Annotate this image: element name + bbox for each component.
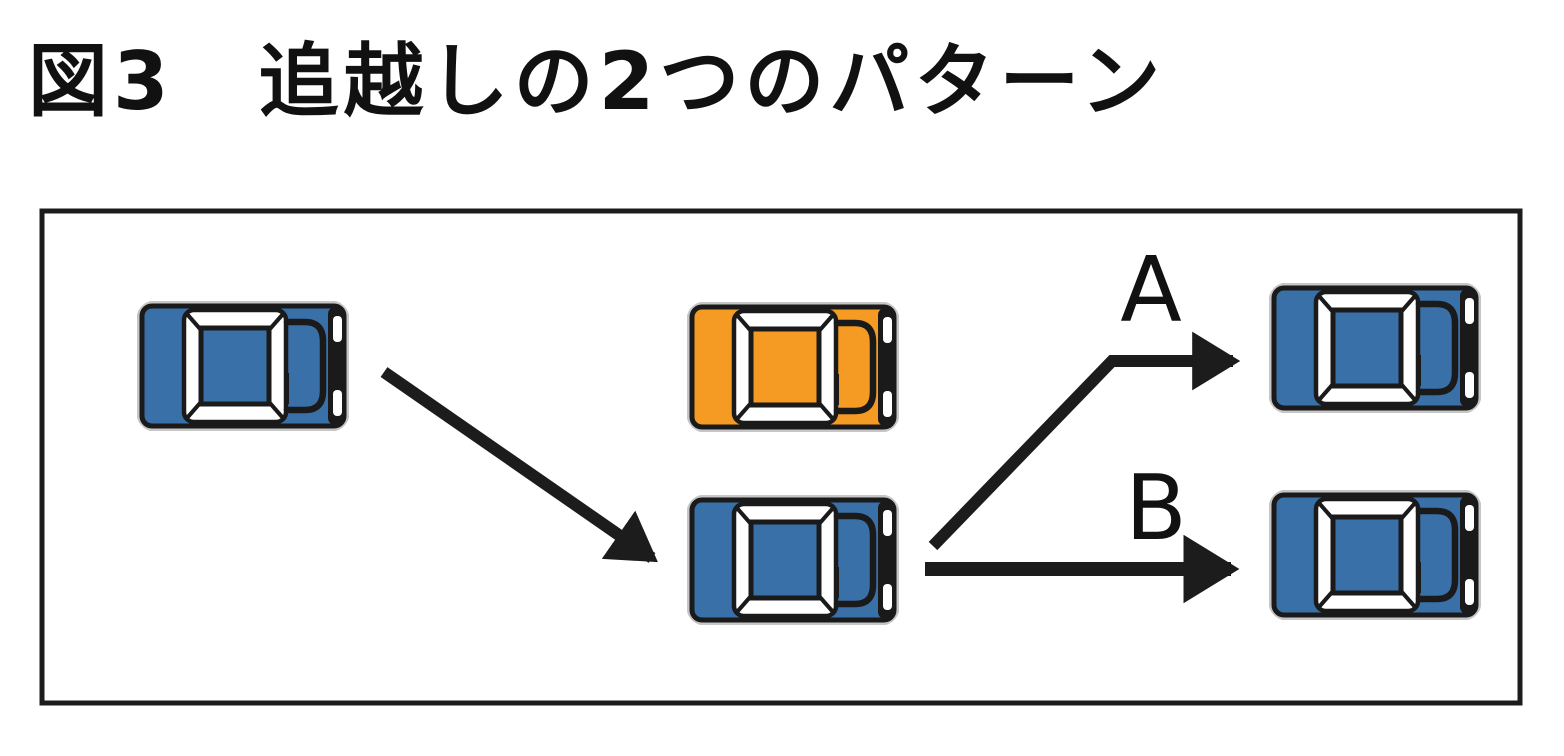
figure-title: 図3 追越しの2つのパターン: [28, 35, 1166, 128]
car-overtaking-behind: [692, 500, 894, 620]
pattern-a-label: A: [1120, 238, 1182, 343]
arrow-pattern-a: [928, 331, 1241, 551]
car-pattern-a-result: [1274, 288, 1476, 408]
car-being-overtaken: [692, 307, 894, 427]
car-pattern-b-result: [1274, 495, 1476, 615]
arrow-lane-change: [380, 367, 658, 563]
car-overtaking-start: [142, 306, 344, 426]
pattern-b-label: B: [1125, 456, 1187, 561]
